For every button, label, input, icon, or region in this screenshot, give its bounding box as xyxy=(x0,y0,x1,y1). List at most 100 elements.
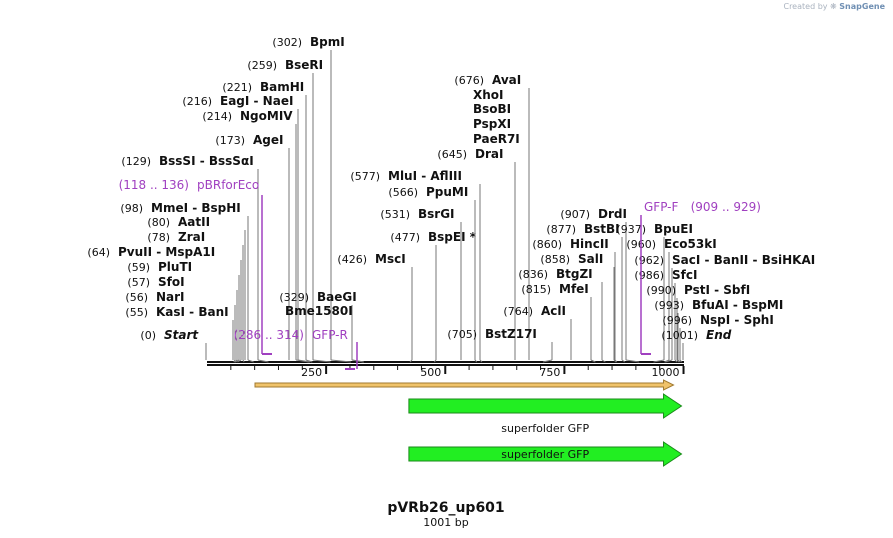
site-name: Bme1580I xyxy=(285,304,353,318)
snapgene-logo-icon: ❋ xyxy=(830,2,837,11)
site-name: AclI xyxy=(541,304,566,318)
site-name: NgoMIV xyxy=(240,109,293,123)
site-position: (477) xyxy=(390,231,420,244)
site-connector-slant xyxy=(247,359,254,363)
site-connector-slant xyxy=(679,359,683,363)
site-position: (676) xyxy=(454,74,484,87)
site-position: (55) xyxy=(125,306,148,319)
site-position: (577) xyxy=(350,170,380,183)
site-position: (566) xyxy=(388,186,418,199)
site-name: NspI - SphI xyxy=(700,313,774,327)
site-connector-slant xyxy=(621,359,626,363)
site-connector-slant xyxy=(542,359,553,363)
site-name: BpuEI xyxy=(654,222,693,236)
site-position: (907) xyxy=(560,208,590,221)
site-position: (173) xyxy=(215,134,245,147)
scale-tick-label: 500 xyxy=(420,366,441,379)
site-position: (98) xyxy=(120,202,143,215)
site-name: KasI - BanI xyxy=(156,305,229,319)
site-name: PstI - SbfI xyxy=(684,283,750,297)
site-position: (836) xyxy=(518,268,548,281)
site-position: (78) xyxy=(147,231,170,244)
credit-prefix: Created by xyxy=(783,2,828,11)
site-name: AatII xyxy=(178,215,210,229)
site-position: (57) xyxy=(127,276,150,289)
site-connector-slant xyxy=(409,359,413,363)
site-connector-slant xyxy=(237,359,242,363)
site-name: SfcI xyxy=(672,268,697,282)
site-connector-slant xyxy=(474,359,478,363)
site-connector-slant xyxy=(479,359,483,363)
site-name: BsoBI xyxy=(473,102,511,116)
site-name: BstZ17I xyxy=(485,327,537,341)
site-name: XhoI xyxy=(473,88,504,102)
site-name: PspXI xyxy=(473,117,511,131)
site-position: (80) xyxy=(147,216,170,229)
site-connector-slant xyxy=(233,359,236,363)
site-connector-slant xyxy=(664,359,670,363)
site-position: (1001) xyxy=(661,329,698,342)
site-position: (815) xyxy=(521,283,551,296)
site-name: HincII xyxy=(570,237,609,251)
site-position: (645) xyxy=(437,148,467,161)
site-position: (259) xyxy=(247,59,277,72)
site-connector-slant xyxy=(674,359,678,363)
site-name: MluI - AflIII xyxy=(388,169,462,183)
site-name: PluTI xyxy=(158,260,192,274)
site-name: MscI xyxy=(375,252,406,266)
plasmid-length: 1001 bp xyxy=(423,516,468,529)
site-name: BspEI * xyxy=(428,230,477,244)
site-name: BpmI xyxy=(310,35,345,49)
site-connector-slant xyxy=(613,359,617,363)
credit-brand: SnapGene xyxy=(839,2,885,11)
site-name: Eco53kI xyxy=(664,237,717,251)
snapgene-credit: Created by ❋ SnapGene xyxy=(783,2,885,11)
site-name: PpuMI xyxy=(426,185,468,199)
primer-range: (909 .. 929) xyxy=(691,200,761,214)
site-name: BaeGI xyxy=(317,290,357,304)
primer-range: (286 .. 314) xyxy=(234,328,304,342)
site-position: (59) xyxy=(127,261,150,274)
feature-label: superfolder GFP xyxy=(501,448,589,461)
scale-tick-label: 250 xyxy=(301,366,322,379)
site-position: (129) xyxy=(121,155,151,168)
site-position: (993) xyxy=(654,299,684,312)
feature-label: superfolder GFP xyxy=(501,422,589,435)
site-connector-slant xyxy=(601,359,606,363)
site-name: AgeI xyxy=(253,133,283,147)
site-name: DrdI xyxy=(598,207,627,221)
site-name: BssSI - BssSαI xyxy=(159,154,254,168)
feature-arrow xyxy=(408,441,683,467)
site-connector-slant xyxy=(297,359,311,363)
primer-name: GFP-R xyxy=(312,328,348,342)
site-name: PaeR7I xyxy=(473,132,520,146)
site-position: (426) xyxy=(337,253,367,266)
site-name: MfeI xyxy=(559,282,589,296)
site-name: BtgZI xyxy=(556,267,593,281)
site-connector-slant xyxy=(676,359,680,363)
scale-tick-label: 1000 xyxy=(652,366,680,379)
site-position: (860) xyxy=(532,238,562,251)
site-connector-slant xyxy=(351,359,364,363)
site-position: (329) xyxy=(279,291,309,304)
primer-range: (118 .. 136) xyxy=(119,178,189,192)
site-position: (996) xyxy=(662,314,692,327)
plasmid-name: pVRb26_up601 xyxy=(387,500,504,516)
site-connector-slant xyxy=(234,359,240,363)
site-connector-slant xyxy=(257,359,269,363)
site-name: End xyxy=(706,328,732,342)
site-connector-slant xyxy=(665,359,673,363)
site-connector-slant xyxy=(233,359,238,363)
site-connector-slant xyxy=(677,359,681,363)
site-name: AvaI xyxy=(492,73,521,87)
primer-name: GFP-F xyxy=(644,200,679,214)
site-position: (858) xyxy=(540,253,570,266)
site-position: (962) xyxy=(634,254,664,267)
site-position: (937) xyxy=(616,223,646,236)
site-position: (531) xyxy=(380,208,410,221)
site-name: SfoI xyxy=(158,275,185,289)
site-name: BstBI xyxy=(584,222,620,236)
site-connector-slant xyxy=(625,359,640,363)
site-name: ZraI xyxy=(178,230,205,244)
site-connector-slant xyxy=(590,359,596,363)
